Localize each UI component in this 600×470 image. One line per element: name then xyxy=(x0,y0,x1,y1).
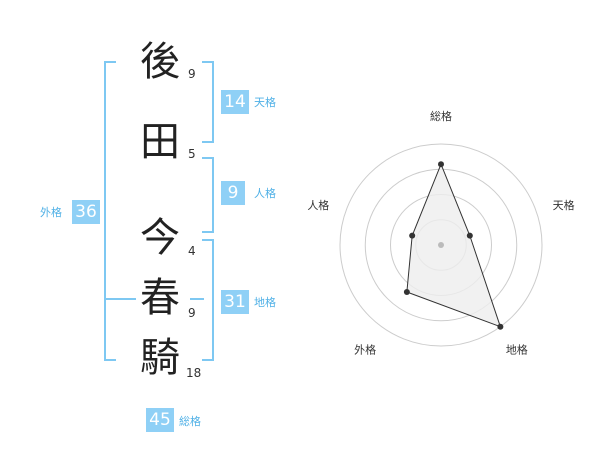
stroke-count-2: 5 xyxy=(188,147,196,161)
stroke-count-5: 18 xyxy=(186,366,202,380)
radar-ring xyxy=(339,143,543,347)
radar-center xyxy=(438,242,444,248)
radar-point-4 xyxy=(403,288,410,295)
chikaku-bracket xyxy=(202,239,214,361)
tenkaku-bracket xyxy=(202,61,214,143)
chikaku-label: 地格 xyxy=(254,296,276,309)
name-char-1: 後 xyxy=(140,39,180,85)
tenkaku-value: 14 xyxy=(221,90,249,114)
soukaku-label: 総格 xyxy=(179,415,201,428)
name-char-3: 今 xyxy=(140,215,180,261)
gaikaku-divider xyxy=(106,298,136,300)
name-char-2: 田 xyxy=(140,119,180,165)
radar-axis-label-5: 人格 xyxy=(307,198,329,212)
stroke-count-4: 9 xyxy=(188,306,196,320)
stroke-count-1: 9 xyxy=(188,67,196,81)
radar-axis-label-3: 地格 xyxy=(506,342,528,356)
radar-axis-label-4: 外格 xyxy=(354,342,376,356)
gaikaku-bracket xyxy=(104,61,116,361)
chikaku-value: 31 xyxy=(221,290,249,314)
stroke-count-3: 4 xyxy=(188,244,196,258)
gaikaku-value: 36 xyxy=(72,200,100,224)
soukaku-value: 45 xyxy=(146,408,174,432)
chikaku-divider xyxy=(190,298,204,300)
radar-axis-label-2: 天格 xyxy=(553,198,575,212)
radar-point-1 xyxy=(438,161,444,168)
radar-polygon xyxy=(406,162,502,328)
radar-point-5 xyxy=(409,232,416,239)
radar-axis-label-1: 総格 xyxy=(430,109,452,123)
tenkaku-label: 天格 xyxy=(254,96,276,109)
jinkaku-label: 人格 xyxy=(254,187,276,200)
name-char-4: 春 xyxy=(140,275,180,321)
gaikaku-label: 外格 xyxy=(40,206,62,219)
jinkaku-value: 9 xyxy=(221,181,245,205)
name-char-5: 騎 xyxy=(140,335,180,381)
radar-point-2 xyxy=(466,232,473,239)
jinkaku-bracket xyxy=(202,157,214,233)
radar-point-3 xyxy=(497,323,504,330)
